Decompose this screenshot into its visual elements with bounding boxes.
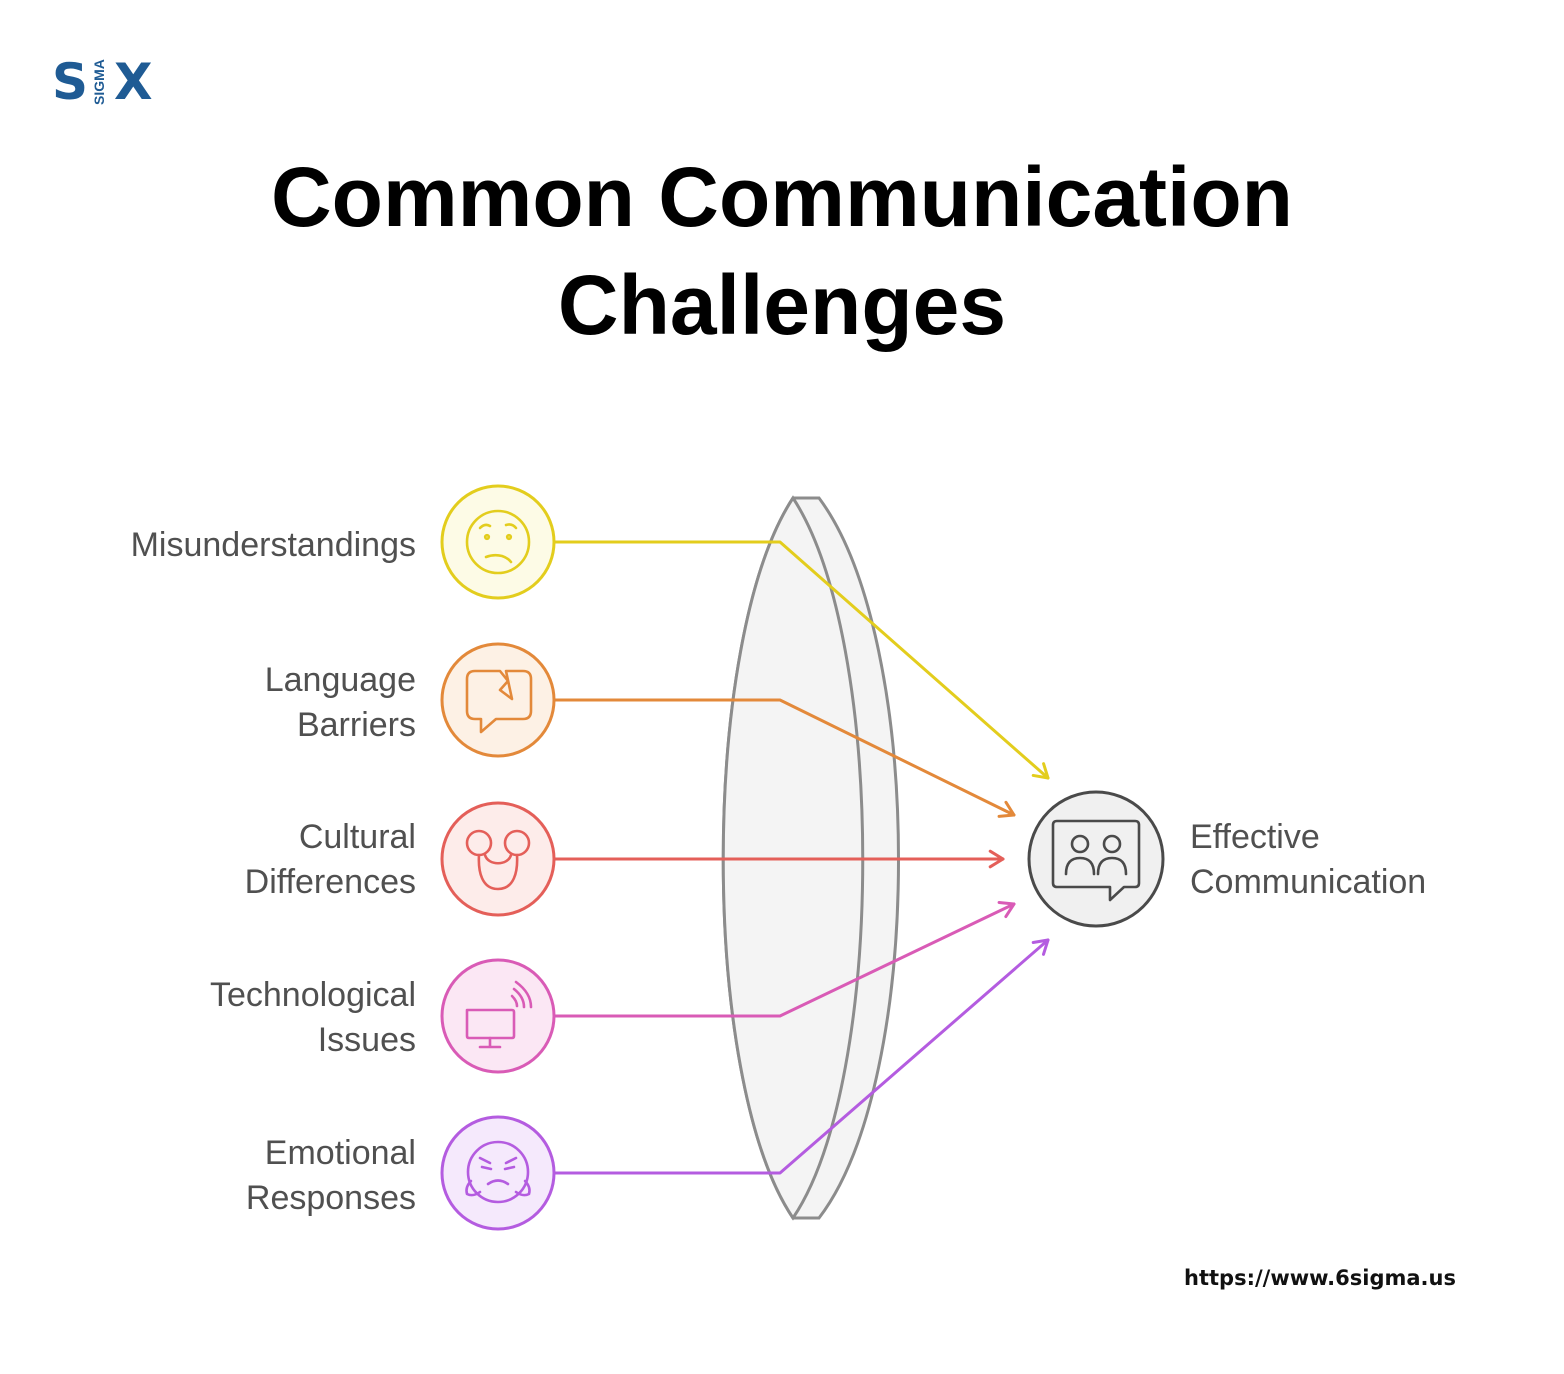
- broken-speech-bubble-icon: [465, 669, 533, 734]
- arrowhead: [988, 849, 1005, 869]
- connector-line: [553, 698, 1016, 817]
- node-circle: [440, 484, 556, 600]
- label-line-1: Cultural: [298, 818, 416, 856]
- logo-letter-x: X: [114, 53, 153, 111]
- output-node-effective-communication: [1027, 790, 1165, 928]
- challenge-label-language-barriers: Language Barriers: [76, 658, 416, 748]
- input-node-emotional-responses: [440, 1115, 556, 1231]
- challenge-label-misunderstandings: Misunderstandings: [76, 523, 416, 568]
- logo-letter-s: S: [52, 53, 88, 111]
- connector-line: [553, 540, 1050, 780]
- label-line-1: Misunderstandings: [130, 526, 416, 564]
- monitor-signal-icon: [465, 980, 533, 1049]
- node-circle: [440, 1115, 556, 1231]
- arrowhead: [1031, 938, 1050, 956]
- output-label-line-2: Communication: [1190, 863, 1427, 901]
- input-node-misunderstandings: [440, 484, 556, 600]
- challenge-label-emotional-responses: Emotional Responses: [76, 1131, 416, 1221]
- output-label: Effective Communication: [1190, 815, 1510, 905]
- output-label-line-1: Effective: [1190, 818, 1320, 856]
- confused-face-icon: [465, 509, 531, 575]
- node-circle: [440, 958, 556, 1074]
- challenge-label-technological-issues: Technological Issues: [76, 973, 416, 1063]
- label-line-2: Barriers: [296, 706, 416, 744]
- frustrated-face-icon: [465, 1140, 531, 1204]
- node-circle: [440, 642, 556, 758]
- input-node-technological-issues: [440, 958, 556, 1074]
- logo: S SIGMA X: [52, 52, 164, 112]
- input-node-language-barriers: [440, 642, 556, 758]
- knot-icon: [465, 829, 531, 891]
- label-line-2: Responses: [245, 1179, 416, 1217]
- people-chat-icon: [1051, 819, 1141, 902]
- label-line-1: Language: [264, 661, 416, 699]
- input-node-cultural-differences: [440, 801, 556, 917]
- label-line-1: Emotional: [264, 1134, 416, 1172]
- connectors: [553, 540, 1050, 1175]
- page-title-line-2: Challenges: [557, 258, 1007, 352]
- node-circle: [440, 801, 556, 917]
- arrowhead: [997, 800, 1016, 818]
- connector-line: [553, 902, 1016, 1018]
- label-line-1: Technological: [209, 976, 416, 1014]
- challenge-label-cultural-differences: Cultural Differences: [76, 815, 416, 905]
- label-line-2: Differences: [244, 863, 416, 901]
- arrowhead: [1031, 762, 1050, 780]
- output-node-circle: [1027, 790, 1165, 928]
- footer-url: https://www.6sigma.us: [1184, 1266, 1456, 1290]
- arrowhead: [997, 900, 1016, 919]
- page-title-line-1: Common Communication: [271, 150, 1293, 244]
- label-line-2: Issues: [317, 1021, 416, 1059]
- connector-line: [553, 938, 1050, 1175]
